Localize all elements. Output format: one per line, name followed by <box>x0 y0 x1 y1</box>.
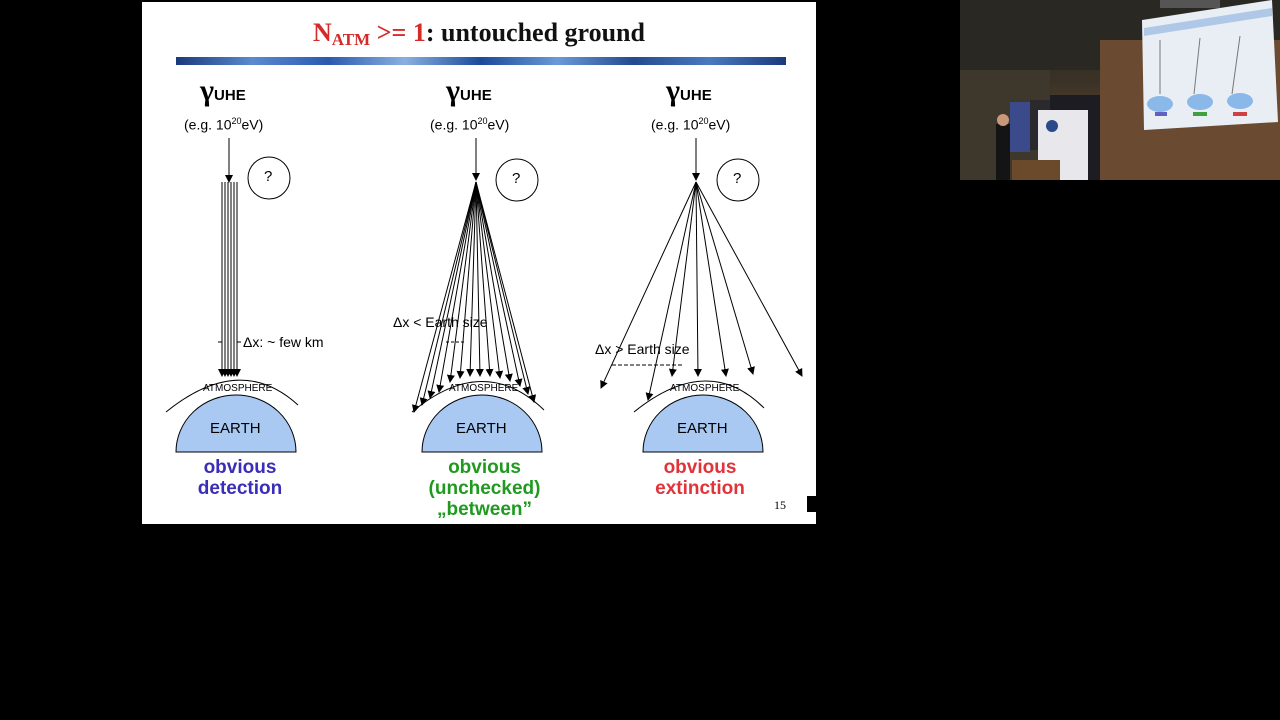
gamma-label-1: γUHE <box>200 74 246 107</box>
earth-dome <box>175 394 297 453</box>
atmosphere-arc <box>165 379 299 413</box>
earth-dome <box>642 394 764 453</box>
atmosphere-arc <box>633 380 765 413</box>
slide-title: NATM >= 1: untouched ground <box>142 18 816 50</box>
earth-dome <box>421 394 543 453</box>
gamma-label-3: γUHE <box>666 74 712 107</box>
title-rest: : untouched ground <box>425 18 645 47</box>
delta-x-label-1: Δx: ~ few km <box>243 334 324 350</box>
slide-corner-marker <box>807 496 816 512</box>
webcam-scene <box>960 0 1280 180</box>
presentation-slide: NATM >= 1: untouched ground <box>142 2 816 540</box>
energy-label-2: (e.g. 1020eV) <box>430 116 510 133</box>
question-mark-3: ? <box>733 170 742 187</box>
question-circle <box>716 158 760 202</box>
earth-label-2: EARTH <box>456 420 507 437</box>
question-circle <box>247 156 291 200</box>
atmosphere-label-2: ATMOSPHERE <box>449 383 519 394</box>
question-mark-2: ? <box>512 170 521 187</box>
title-operator: >= 1 <box>376 18 426 47</box>
title-subscript: ATM <box>331 30 371 49</box>
title-n: N <box>313 18 332 47</box>
delta-x-label-2: Δx < Earth size <box>393 314 488 330</box>
question-mark-1: ? <box>264 168 273 185</box>
column-3-diagram <box>600 138 803 453</box>
atmosphere-arc <box>411 381 545 413</box>
diagram-svg <box>165 138 803 453</box>
slide-bottom-strip <box>142 524 816 540</box>
speaker-video-inset <box>960 0 1280 180</box>
title-decoration-bar <box>176 57 786 65</box>
delta-x-label-3: Δx > Earth size <box>595 341 690 357</box>
atmosphere-label-3: ATMOSPHERE <box>670 383 740 394</box>
earth-label-3: EARTH <box>677 420 728 437</box>
energy-label-1: (e.g. 1020eV) <box>184 116 264 133</box>
column-2-diagram <box>411 138 545 453</box>
page-number: 15 <box>774 498 786 512</box>
caption-between: obvious(unchecked)„between” <box>428 457 541 520</box>
gamma-label-2: γUHE <box>446 74 492 107</box>
energy-label-3: (e.g. 1020eV) <box>651 116 731 133</box>
earth-label-1: EARTH <box>210 420 261 437</box>
question-circle <box>495 158 539 202</box>
column-1-diagram <box>165 138 299 453</box>
atmosphere-label-1: ATMOSPHERE <box>203 383 273 394</box>
